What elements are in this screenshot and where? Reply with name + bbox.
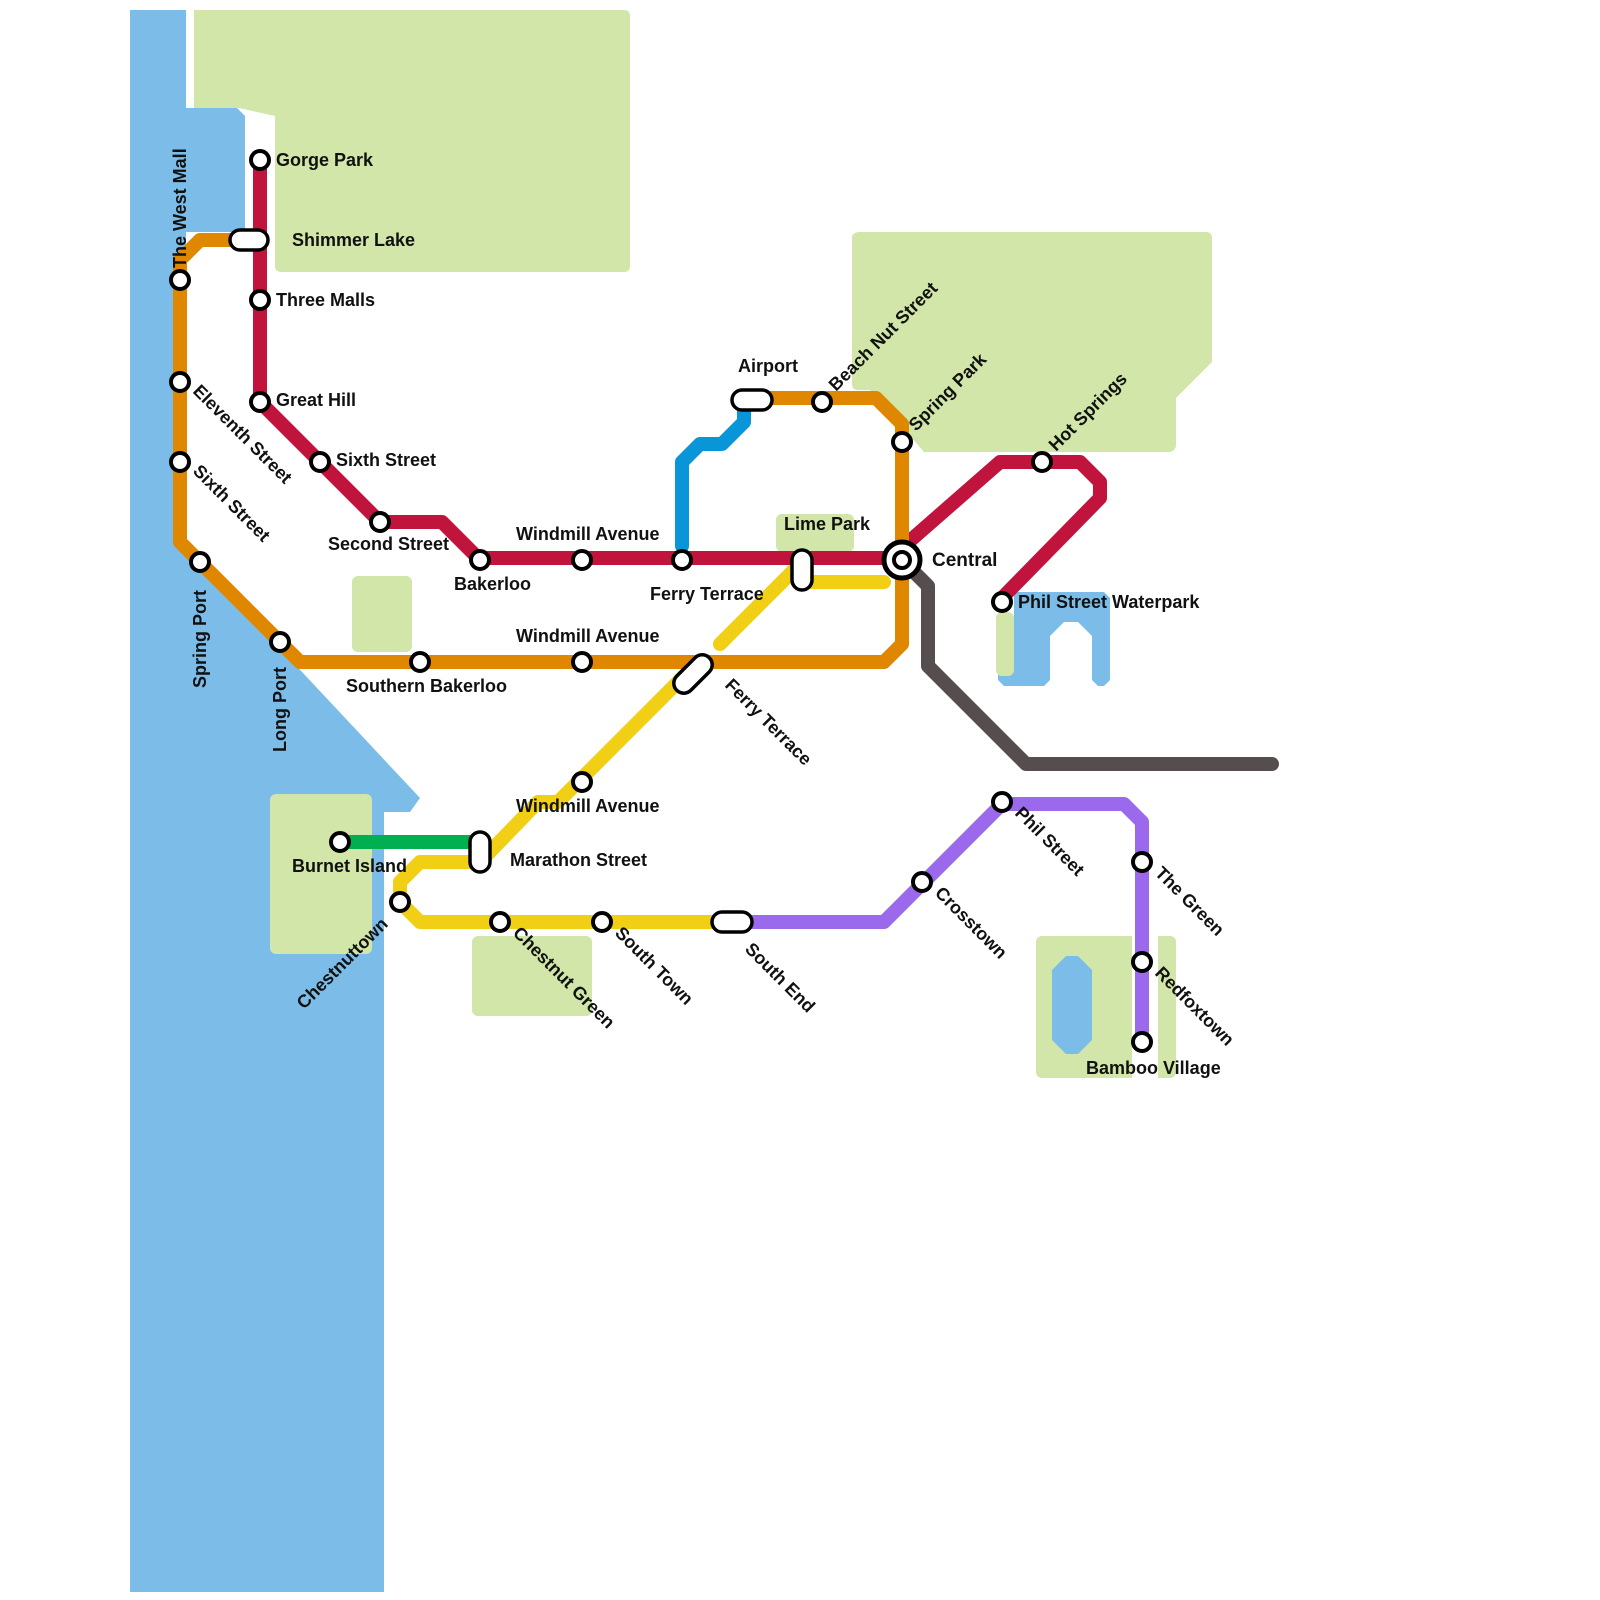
bakerloo-green-patch (352, 576, 412, 652)
station-phil-street-waterpark[interactable] (991, 591, 1013, 613)
station-sixth-street-red[interactable] (309, 451, 331, 473)
station-sixth-street-orange[interactable] (169, 451, 191, 473)
waterpark-water (998, 592, 1110, 686)
bamboo-pond-water (1052, 956, 1092, 1054)
station-the-west-mall[interactable] (169, 269, 191, 291)
label-gorge-park: Gorge Park (276, 150, 374, 170)
label-windmill-avenue-red: Windmill Avenue (516, 524, 660, 544)
interchange-south-end[interactable] (710, 910, 754, 934)
label-phil-street: Phil Street (1011, 803, 1088, 880)
interchange-shimmer-lake[interactable] (228, 228, 270, 252)
label-bakerloo: Bakerloo (454, 574, 531, 594)
label-ferry-terrace-yellow: Ferry Terrace (721, 675, 816, 770)
east-park (852, 232, 1212, 452)
station-spring-port[interactable] (189, 551, 211, 573)
station-bamboo-village[interactable] (1131, 1031, 1153, 1053)
yellow-line-main (473, 661, 699, 869)
label-spring-port: Spring Port (190, 590, 210, 688)
bamboo-east-strip (1158, 936, 1176, 1078)
interchange-lime-park[interactable] (790, 548, 814, 592)
label-lime-park: Lime Park (784, 514, 871, 534)
station-windmill-avenue-yellow[interactable] (571, 771, 593, 793)
station-redfoxtown[interactable] (1131, 951, 1153, 973)
station-the-green[interactable] (1131, 851, 1153, 873)
label-crosstown: Crosstown (931, 883, 1011, 963)
label-shimmer-lake: Shimmer Lake (292, 230, 415, 250)
station-beach-nut-street[interactable] (811, 391, 833, 413)
station-ferry-terrace-red[interactable] (671, 549, 693, 571)
station-phil-street[interactable] (991, 791, 1013, 813)
station-windmill-avenue-orange[interactable] (571, 651, 593, 673)
orange-line (173, 233, 909, 669)
station-long-port[interactable] (269, 631, 291, 653)
station-second-street[interactable] (369, 511, 391, 533)
label-windmill-avenue-yellow: Windmill Avenue (516, 796, 660, 816)
station-spring-park[interactable] (891, 431, 913, 453)
label-second-street: Second Street (328, 534, 449, 554)
station-windmill-avenue-red[interactable] (571, 549, 593, 571)
station-three-malls[interactable] (249, 289, 271, 311)
label-south-town: South Town (611, 923, 697, 1009)
label-bamboo-village: Bamboo Village (1086, 1058, 1221, 1078)
label-central: Central (932, 550, 997, 571)
waterpark-green-strip (996, 612, 1014, 676)
label-phil-street-waterpark: Phil Street Waterpark (1018, 592, 1200, 612)
label-three-malls: Three Malls (276, 290, 375, 310)
station-bakerloo[interactable] (469, 549, 491, 571)
label-the-west-mall: The West Mall (170, 148, 190, 268)
station-central[interactable] (881, 539, 923, 581)
station-south-town[interactable] (591, 911, 613, 933)
blue-line (675, 393, 751, 553)
label-the-green: The Green (1151, 863, 1228, 940)
chestnut-green-park (472, 936, 592, 1016)
station-gorge-park[interactable] (249, 149, 271, 171)
label-southern-bakerloo: Southern Bakerloo (346, 676, 507, 696)
interchange-airport[interactable] (730, 388, 774, 412)
north-park (194, 10, 630, 272)
station-great-hill[interactable] (249, 391, 271, 413)
lime-park-area (776, 514, 854, 552)
rail-lines (173, 153, 1279, 1049)
label-sixth-street-red: Sixth Street (336, 450, 436, 470)
station-southern-bakerloo[interactable] (409, 651, 431, 673)
label-marathon-street: Marathon Street (510, 850, 647, 870)
station-crosstown[interactable] (911, 871, 933, 893)
interchange-marathon-street[interactable] (468, 830, 492, 874)
station-hot-springs[interactable] (1031, 451, 1053, 473)
station-burnet-island[interactable] (329, 831, 351, 853)
label-ferry-terrace-red: Ferry Terrace (650, 584, 764, 604)
stations (169, 149, 1153, 1053)
interchange-ferry-terrace[interactable] (670, 651, 717, 698)
label-windmill-avenue-orange: Windmill Avenue (516, 626, 660, 646)
station-chestnut-green[interactable] (489, 911, 511, 933)
station-chestnuttown[interactable] (389, 891, 411, 913)
grey-line (897, 555, 1279, 771)
label-sixth-street-orange: Sixth Street (189, 461, 274, 546)
yellow-line (393, 855, 743, 929)
label-long-port: Long Port (270, 667, 290, 752)
label-airport: Airport (738, 356, 798, 376)
label-great-hill: Great Hill (276, 390, 356, 410)
label-burnet-island: Burnet Island (292, 856, 407, 876)
central-inner-dot (892, 550, 912, 570)
label-south-end: South End (741, 939, 819, 1017)
station-eleventh-street[interactable] (169, 371, 191, 393)
